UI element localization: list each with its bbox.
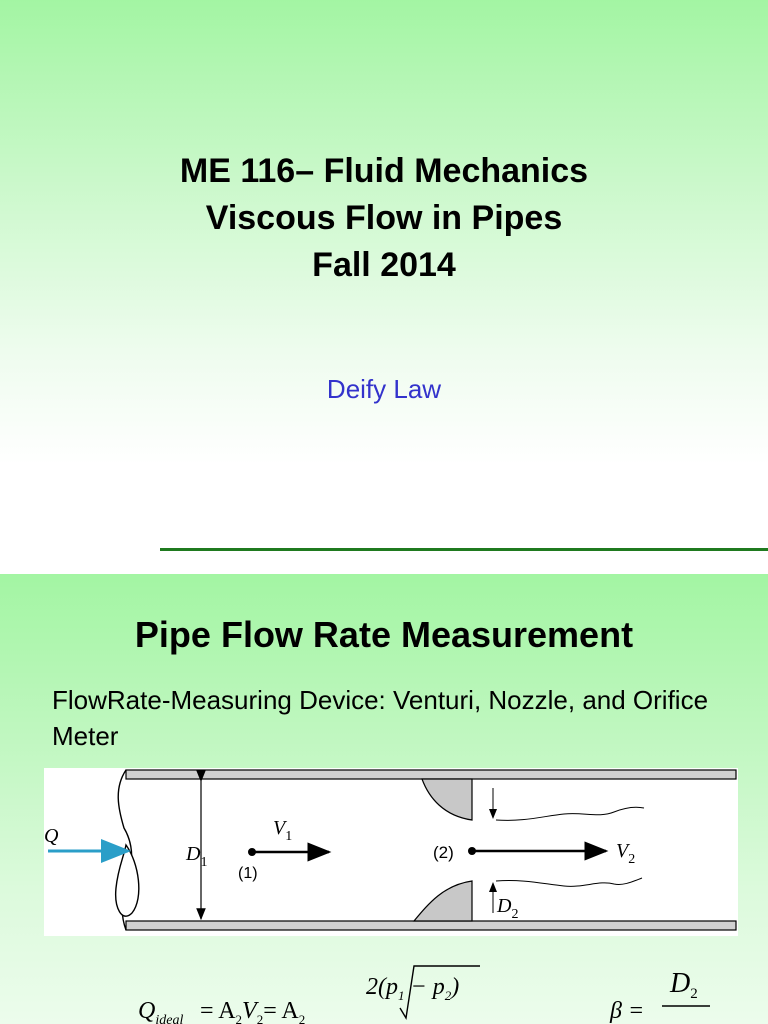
term-title: Fall 2014 bbox=[312, 246, 456, 284]
formula-svg: Qideal = A2V2= A2 2(p1 − p2) β = D2 bbox=[138, 965, 710, 1024]
d2-label: D2 bbox=[496, 895, 518, 922]
jet-lower-line bbox=[495, 877, 643, 887]
pipe-inlet-loop bbox=[115, 843, 140, 917]
orifice-top bbox=[421, 778, 473, 821]
q-symbol: Qideal bbox=[138, 998, 183, 1024]
sqrt-sign bbox=[399, 965, 480, 1021]
beta-numerator: D2 bbox=[669, 968, 698, 1002]
lecture-title: Viscous Flow in Pipes bbox=[205, 199, 563, 237]
jet-upper-line bbox=[495, 806, 645, 821]
v2-label: V2 bbox=[616, 840, 635, 867]
beta-symbol: β = bbox=[609, 998, 644, 1024]
title-block: ME 116– Fluid Mechanics Viscous Flow in … bbox=[0, 148, 768, 289]
sqrt-numerator: 2(p1 − p2) bbox=[366, 974, 459, 1003]
divider-line bbox=[160, 548, 768, 551]
point-2-label: (2) bbox=[433, 843, 454, 862]
author-name: Deify Law bbox=[326, 374, 442, 404]
d1-label: D1 bbox=[185, 843, 207, 870]
v1-label: V1 bbox=[273, 817, 292, 844]
course-title: ME 116– Fluid Mechanics bbox=[179, 152, 589, 190]
content-slide: Pipe Flow Rate Measurement FlowRate-Meas… bbox=[0, 574, 768, 1024]
point-1-dot bbox=[248, 848, 256, 856]
slide-body-text: FlowRate-Measuring Device: Venturi, Nozz… bbox=[52, 685, 709, 751]
q-label: Q bbox=[44, 825, 59, 847]
title-slide: ME 116– Fluid Mechanics Viscous Flow in … bbox=[0, 0, 768, 566]
orifice-meter-diagram: Q D1 V1 (1) (2) V2 D2 bbox=[44, 768, 738, 936]
pipe-bottom-wall bbox=[125, 920, 737, 931]
diagram-svg: Q D1 V1 (1) (2) V2 D2 bbox=[44, 769, 737, 931]
pipe-top-wall bbox=[125, 769, 737, 780]
point-2-dot bbox=[468, 847, 476, 855]
point-1-label: (1) bbox=[238, 865, 258, 882]
orifice-bottom bbox=[412, 880, 473, 922]
flow-rate-formula: Qideal = A2V2= A2 2(p1 − p2) β = D2 bbox=[130, 962, 750, 1024]
eq-a2v2: = A2V2= A2 bbox=[200, 998, 305, 1024]
slide-title: Pipe Flow Rate Measurement bbox=[134, 614, 634, 655]
